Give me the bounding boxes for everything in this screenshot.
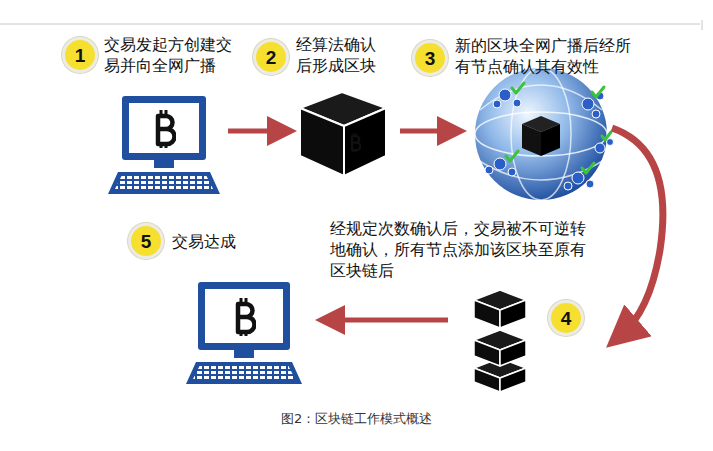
step-description: 交易发起方创建交易并向全网广播 [104, 34, 240, 76]
callout-number: 2 [266, 48, 277, 67]
computer-icon [186, 282, 302, 384]
figure-caption: 图2：区块链工作模式概述 [281, 411, 432, 427]
callout-circle: 2 [253, 39, 289, 75]
callout-number: 5 [141, 232, 152, 251]
callout-circle: 4 [548, 300, 584, 336]
callout-circle: 3 [412, 40, 448, 76]
callout-circle: 1 [62, 37, 98, 73]
step-description: 经算法确认后形成区块 [296, 34, 382, 76]
computer-icon [108, 96, 220, 194]
flow-arrow [330, 318, 448, 323]
step-description: 新的区块全网广播后经所有节点确认其有效性 [455, 35, 637, 77]
flow-arrow [228, 129, 282, 134]
flow-arrow [612, 128, 663, 334]
block-chain-stack [474, 290, 526, 392]
callout-number: 3 [425, 49, 436, 68]
network-globe [475, 68, 614, 200]
step-description: 经规定次数确认后，交易被不可逆转地确认，所有节点添加该区块至原有区块链后 [330, 218, 594, 281]
block-cube [300, 92, 386, 176]
callout-number: 4 [561, 309, 572, 328]
callout-circle: 5 [128, 223, 164, 259]
callout-number: 1 [75, 46, 86, 65]
flow-arrow [400, 129, 452, 134]
step-description: 交易达成 [172, 231, 272, 252]
